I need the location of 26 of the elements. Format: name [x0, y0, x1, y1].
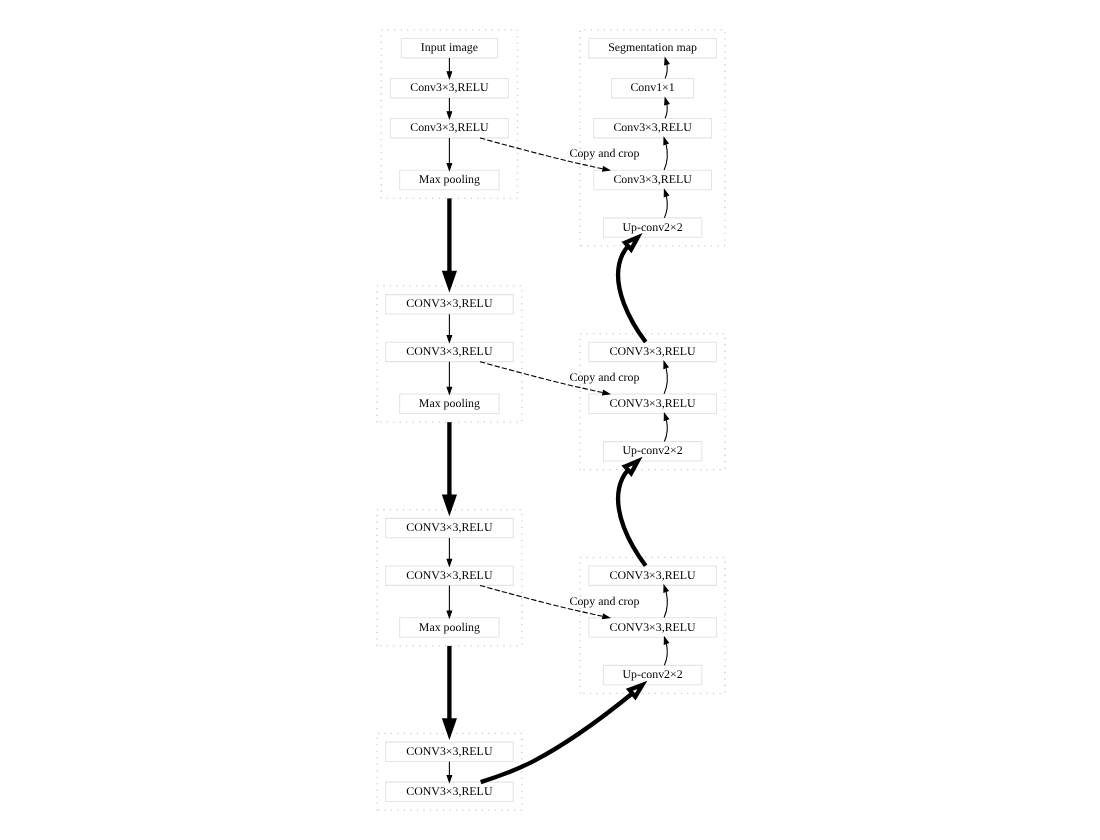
arrow: [615, 456, 647, 568]
arrow: [478, 137, 610, 172]
cluster: [379, 29, 518, 200]
arrow: [662, 188, 669, 219]
arrow: [662, 360, 669, 395]
arrow: [440, 422, 456, 517]
arrow: [662, 635, 669, 666]
cluster: [375, 285, 522, 423]
arrow: [662, 412, 669, 443]
arrow: [479, 680, 647, 785]
cluster: [375, 509, 522, 647]
arrow: [478, 361, 610, 396]
arrow: [478, 584, 610, 620]
arrow: [445, 361, 452, 396]
arrow: [440, 645, 456, 740]
arrow: [662, 136, 669, 171]
cluster: [375, 732, 522, 811]
arrow: [440, 198, 456, 293]
arrow: [445, 537, 452, 568]
arrow: [445, 137, 452, 172]
arrow: [663, 56, 669, 79]
arrow: [663, 96, 669, 119]
arrow: [662, 583, 669, 619]
arrow: [615, 233, 647, 344]
arrow: [445, 313, 452, 344]
arrow: [445, 584, 452, 620]
